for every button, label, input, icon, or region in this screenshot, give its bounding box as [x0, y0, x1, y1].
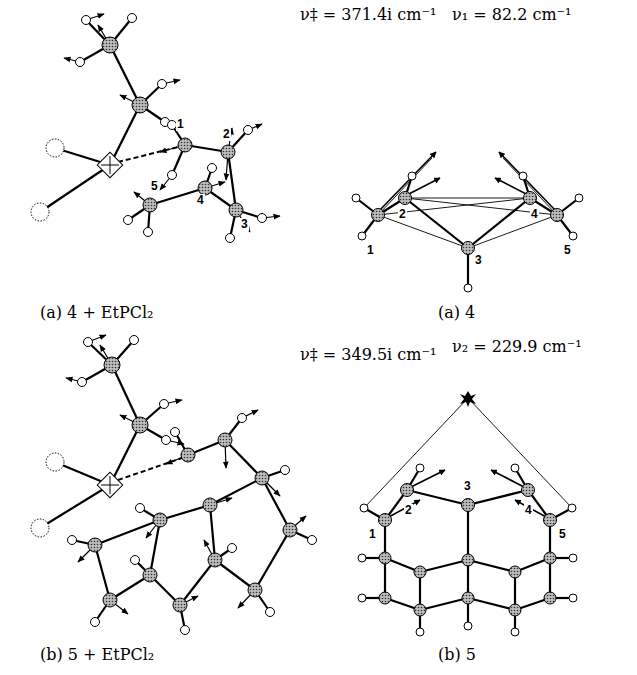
frequency-label: ν‡ = 349.5i cm⁻¹ [300, 346, 436, 364]
frequency-label: ν₂ = 229.9 cm⁻¹ [452, 338, 582, 356]
panel-caption: (a) 4 + EtPCl₂ [40, 304, 154, 322]
atom-number: 1 [366, 244, 375, 257]
atom-number: 2 [404, 504, 413, 517]
panel-caption: (b) 5 [438, 646, 476, 664]
frequency-label: ν‡ = 371.4i cm⁻¹ [300, 6, 436, 24]
atom-number: 4 [196, 194, 205, 207]
atom-number: 5 [558, 528, 567, 541]
atom-number: 5 [150, 180, 159, 193]
panel-caption: (a) 4 [438, 304, 475, 322]
atom-number: 3 [463, 480, 472, 493]
panel-caption: (b) 5 + EtPCl₂ [40, 646, 154, 664]
atom-number: 1 [368, 528, 377, 541]
atom-number: 3 [240, 218, 249, 231]
atom-number: 3 [474, 254, 483, 267]
atom-number: 4 [530, 208, 539, 221]
atom-number: 1 [176, 118, 185, 131]
atom-number: 5 [563, 244, 572, 257]
atom-number: 2 [398, 208, 407, 221]
atom-number: 2 [222, 128, 231, 141]
atom-number: 4 [524, 504, 533, 517]
frequency-label: ν₁ = 82.2 cm⁻¹ [452, 6, 571, 24]
